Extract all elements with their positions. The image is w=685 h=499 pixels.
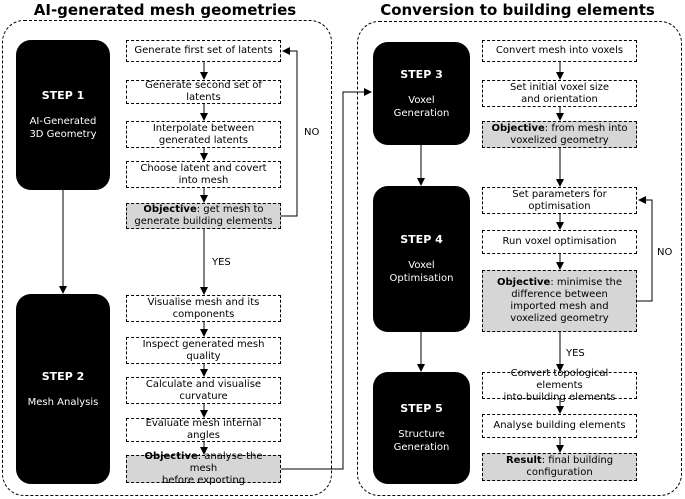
step-4-title: STEP 4 xyxy=(400,233,443,246)
step-1-title: STEP 1 xyxy=(41,89,85,102)
objective-box: Objective: analyse the mesh before expor… xyxy=(126,451,281,486)
objective-text: : get mesh to generate building elements xyxy=(134,204,273,227)
process-box: Visualise mesh and its components xyxy=(126,295,281,322)
no-label: NO xyxy=(304,127,320,138)
objective-label: Objective xyxy=(143,204,197,215)
step-5-title: STEP 5 xyxy=(400,402,443,415)
step-5-desc: Structure Generation xyxy=(393,429,450,453)
left-heading: AI-generated mesh geometries xyxy=(33,1,297,19)
objective-box: Objective: get mesh to generate building… xyxy=(126,203,281,229)
result-box: Result: final building configuration xyxy=(482,453,637,481)
process-box: Generate first set of latents xyxy=(126,40,281,62)
no-label: NO xyxy=(657,247,673,258)
step-4: STEP 4 Voxel Optimisation xyxy=(373,186,470,332)
step-3: STEP 3 Voxel Generation xyxy=(373,42,470,145)
step-1: STEP 1 AI-Generated 3D Geometry xyxy=(16,40,110,190)
process-box: Set initial voxel size and orientation xyxy=(482,80,637,107)
process-box: Set parameters for optimisation xyxy=(482,187,637,214)
step-3-title: STEP 3 xyxy=(400,67,443,81)
step-1-desc: AI-Generated 3D Geometry xyxy=(29,116,97,140)
process-box: Inspect generated mesh quality xyxy=(126,337,281,364)
objective-label: Objective xyxy=(497,277,551,288)
step-3-desc: Voxel Generation xyxy=(393,94,450,119)
right-heading: Conversion to building elements xyxy=(380,1,655,19)
yes-label: YES xyxy=(566,348,585,359)
step-2-title: STEP 2 xyxy=(41,369,85,383)
process-box: Interpolate between generated latents xyxy=(126,121,281,148)
process-box: Calculate and visualise curvature xyxy=(126,377,281,404)
step-4-desc: Voxel Optimisation xyxy=(389,260,454,284)
process-box: Convert topological elements into buildi… xyxy=(482,368,637,403)
objective-text: : analyse the mesh before exporting xyxy=(161,451,263,486)
process-box: Run voxel optimisation xyxy=(482,230,637,254)
objective-text: : from mesh into voxelized geometry xyxy=(510,122,628,146)
objective-label: Objective xyxy=(144,451,198,462)
result-text: : final building configuration xyxy=(526,455,614,478)
result-label: Result xyxy=(505,455,542,466)
objective-label: Objective xyxy=(491,122,545,134)
step-2: STEP 2 Mesh Analysis xyxy=(16,294,110,484)
process-box: Choose latent and covert into mesh xyxy=(126,161,281,188)
step-2-desc: Mesh Analysis xyxy=(27,396,99,408)
step-5: STEP 5 Structure Generation xyxy=(373,372,470,484)
process-box: Convert mesh into voxels xyxy=(482,40,637,62)
objective-box: Objective: minimise the difference betwe… xyxy=(482,270,637,332)
objective-box: Objective: from mesh into voxelized geom… xyxy=(482,121,637,148)
process-box: Generate second set of latents xyxy=(126,80,281,104)
yes-label: YES xyxy=(212,257,231,268)
objective-text: : minimise the difference between import… xyxy=(510,277,622,324)
process-box: Analyse building elements xyxy=(482,414,637,438)
process-box: Evaluate mesh internal angles xyxy=(126,418,281,442)
